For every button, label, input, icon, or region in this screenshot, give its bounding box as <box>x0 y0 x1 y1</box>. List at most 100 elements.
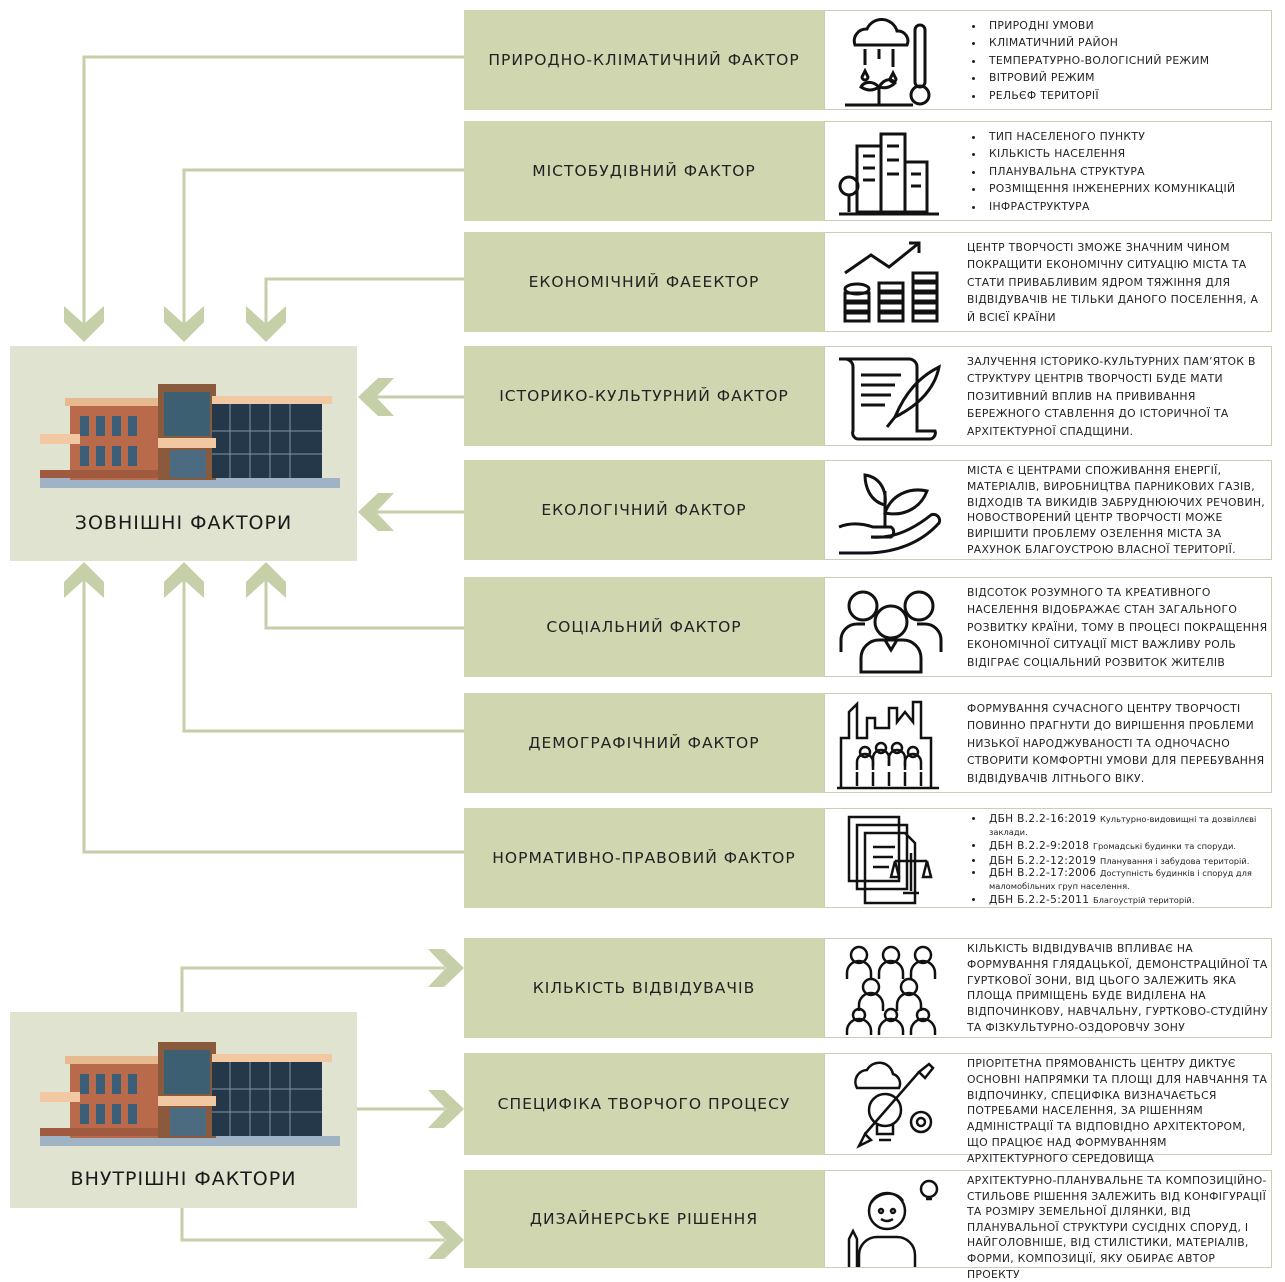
arrow-right-1 <box>428 949 464 987</box>
factor-items: ТИП НАСЕЛЕНОГО ПУНКТУ КІЛЬКІСТЬ НАСЕЛЕНН… <box>967 128 1269 215</box>
factor-detail: ДБН В.2.2-16:2019 Культурно-видовищні та… <box>824 808 1272 908</box>
list-item: ІНФРАСТРУКТУРА <box>985 198 1269 215</box>
list-item: ДБН Б.2.2-5:2011 Благоустрій територій. <box>985 894 1269 907</box>
arrow-down-2 <box>164 306 204 342</box>
arrow-right-3 <box>428 1221 464 1259</box>
people-group-icon <box>835 582 947 674</box>
list-item: КЛІМАТИЧНИЙ РАЙОН <box>985 34 1269 51</box>
factor-title: ІСТОРИКО-КУЛЬТУРНИЙ ФАКТОР <box>464 346 824 446</box>
factor-row-demography: ДЕМОГРАФІЧНИЙ ФАКТОР ФОРМУВАННЯ СУЧАСНОГ… <box>464 693 1272 793</box>
list-item: ДБН В.2.2-17:2006 Доступність будинків і… <box>985 867 1269 892</box>
connector-social <box>264 578 464 630</box>
connector-economy <box>264 277 464 330</box>
arrow-up-2 <box>164 562 204 598</box>
norm-code: ДБН Б.2.2-5:2011 <box>989 894 1090 906</box>
factor-detail: ТИП НАСЕЛЕНОГО ПУНКТУ КІЛЬКІСТЬ НАСЕЛЕНН… <box>824 121 1272 221</box>
arrow-up-3 <box>246 562 286 598</box>
list-item: ДБН Б.2.2-12:2019 Планування і забудова … <box>985 855 1269 868</box>
list-item: ВІТРОВИЙ РЕЖИМ <box>985 69 1269 86</box>
external-factors-label: ЗОВНІШНІ ФАКТОРИ <box>74 512 293 534</box>
list-item: ТИП НАСЕЛЕНОГО ПУНКТУ <box>985 128 1269 145</box>
factor-items: ПРИРОДНІ УМОВИ КЛІМАТИЧНИЙ РАЙОН ТЕМПЕРА… <box>967 17 1269 104</box>
factor-title: ДЕМОГРАФІЧНИЙ ФАКТОР <box>464 693 824 793</box>
factor-text: ЗАЛУЧЕННЯ ІСТОРИКО-КУЛЬТУРНИХ ПАМ’ЯТОК В… <box>967 355 1256 438</box>
building-illustration <box>40 1042 340 1146</box>
norm-text: Громадські будинки та споруди. <box>1092 841 1237 851</box>
factor-detail: ЦЕНТР ТВОРЧОСТІ ЗМОЖЕ ЗНАЧНИМ ЧИНОМ ПОКР… <box>824 232 1272 332</box>
building-illustration <box>40 384 340 488</box>
factor-row-ecology: ЕКОЛОГІЧНИЙ ФАКТОР МІСТА Є ЦЕНТРАМИ СПОЖ… <box>464 460 1272 560</box>
factor-row-urban: МІСТОБУДІВНИЙ ФАКТОР ТИП НАСЕЛЕНОГО ПУНК… <box>464 121 1272 221</box>
connector-legal <box>82 578 464 854</box>
arrow-left-2 <box>358 493 394 531</box>
list-item: ДБН В.2.2-16:2019 Культурно-видовищні та… <box>985 813 1269 838</box>
factor-detail: АРХІТЕКТУРНО-ПЛАНУВАЛЬНЕ ТА КОМПОЗИЦІЙНО… <box>824 1170 1272 1281</box>
factor-text: ПРІОРІТЕТНА ПРЯМОВАНІСТЬ ЦЕНТРУ ДИКТУЄ О… <box>967 1057 1268 1165</box>
factor-row-legal: НОРМАТИВНО-ПРАВОВИЙ ФАКТОР ДБН В.2.2-16:… <box>464 808 1272 908</box>
factor-detail: ЗАЛУЧЕННЯ ІСТОРИКО-КУЛЬТУРНИХ ПАМ’ЯТОК В… <box>824 346 1272 446</box>
internal-factors-box: ВНУТРІШНІ ФАКТОРИ <box>10 1012 357 1208</box>
creative-process-icon <box>835 1058 947 1150</box>
norm-text: Доступність будинків і споруд для маломо… <box>989 868 1252 891</box>
legal-documents-icon <box>835 813 947 905</box>
norm-code: ДБН В.2.2-17:2006 <box>989 867 1097 879</box>
factor-row-history: ІСТОРИКО-КУЛЬТУРНИЙ ФАКТОР ЗАЛУЧЕННЯ ІСТ… <box>464 346 1272 446</box>
factor-detail: ФОРМУВАННЯ СУЧАСНОГО ЦЕНТРУ ТВОРЧОСТІ ПО… <box>824 693 1272 793</box>
list-item: РЕЛЬЄФ ТЕРИТОРІЇ <box>985 87 1269 104</box>
connector-visitors <box>180 966 445 1012</box>
arrow-left-1 <box>358 378 394 416</box>
plant-hand-icon <box>835 465 947 557</box>
factor-title: ЕКОНОМІЧНИЙ ФАЕЕКТОР <box>464 232 824 332</box>
factor-title: СПЕЦИФІКА ТВОРЧОГО ПРОЦЕСУ <box>464 1053 824 1155</box>
list-item: РОЗМІЩЕННЯ ІНЖЕНЕРНИХ КОМУНІКАЦІЙ <box>985 180 1269 197</box>
list-item: ДБН В.2.2-9:2018 Громадські будинки та с… <box>985 840 1269 853</box>
factor-text: ЦЕНТР ТВОРЧОСТІ ЗМОЖЕ ЗНАЧНИМ ЧИНОМ ПОКР… <box>967 241 1259 324</box>
climate-icon <box>835 15 947 107</box>
arrow-down-1 <box>64 306 104 342</box>
factor-row-economy: ЕКОНОМІЧНИЙ ФАЕЕКТОР ЦЕНТР ТВОРЧОСТІ ЗМО… <box>464 232 1272 332</box>
factor-detail: МІСТА Є ЦЕНТРАМИ СПОЖИВАННЯ ЕНЕРГІЇ, МАТ… <box>824 460 1272 560</box>
connector-design <box>180 1208 445 1242</box>
norm-text: Благоустрій територій. <box>1092 895 1195 905</box>
factor-row-design: ДИЗАЙНЕРСЬКЕ РІШЕННЯ АРХІТЕКТУРНО-ПЛАНУВ… <box>464 1170 1272 1281</box>
connector-urban <box>182 168 464 330</box>
scroll-quill-icon <box>835 351 947 443</box>
norm-code: ДБН В.2.2-9:2018 <box>989 840 1090 852</box>
factor-row-climate: ПРИРОДНО-КЛІМАТИЧНИЙ ФАКТОР ПРИРОДНІ УМО… <box>464 10 1272 110</box>
factor-text: КІЛЬКІСТЬ ВІДВІДУВАЧІВ ВПЛИВАЄ НА ФОРМУВ… <box>967 942 1268 1034</box>
norm-text: Планування і забудова територій. <box>1099 855 1250 866</box>
city-buildings-icon <box>835 126 947 218</box>
connector-demography <box>182 578 464 733</box>
factor-detail: ПРИРОДНІ УМОВИ КЛІМАТИЧНИЙ РАЙОН ТЕМПЕРА… <box>824 10 1272 110</box>
factor-title: ПРИРОДНО-КЛІМАТИЧНИЙ ФАКТОР <box>464 10 824 110</box>
factor-title: МІСТОБУДІВНИЙ ФАКТОР <box>464 121 824 221</box>
factor-row-visitors: КІЛЬКІСТЬ ВІДВІДУВАЧІВ КІЛЬКІСТЬ ВІДВІДУ… <box>464 938 1272 1038</box>
list-item: КІЛЬКІСТЬ НАСЕЛЕННЯ <box>985 145 1269 162</box>
internal-factors-label: ВНУТРІШНІ ФАКТОРИ <box>70 1168 297 1190</box>
norm-code: ДБН Б.2.2-12:2019 <box>989 854 1097 867</box>
factor-title: ЕКОЛОГІЧНИЙ ФАКТОР <box>464 460 824 560</box>
arrow-up-1 <box>64 562 104 598</box>
factor-title: КІЛЬКІСТЬ ВІДВІДУВАЧІВ <box>464 938 824 1038</box>
economy-growth-icon <box>835 237 947 329</box>
factor-title: СОЦІАЛЬНИЙ ФАКТОР <box>464 577 824 677</box>
factor-text: ВІДСОТОК РОЗУМНОГО ТА КРЕАТИВНОГО НАСЕЛЕ… <box>967 586 1268 669</box>
factor-title: НОРМАТИВНО-ПРАВОВИЙ ФАКТОР <box>464 808 824 908</box>
factor-row-social: СОЦІАЛЬНИЙ ФАКТОР ВІДСОТОК РОЗУМНОГО ТА … <box>464 577 1272 677</box>
designer-idea-icon <box>835 1175 947 1269</box>
connector-climate <box>82 55 464 330</box>
factor-detail: КІЛЬКІСТЬ ВІДВІДУВАЧІВ ВПЛИВАЄ НА ФОРМУВ… <box>824 938 1272 1038</box>
norm-code: ДБН В.2.2-16:2019 <box>989 813 1097 825</box>
crowd-city-icon <box>835 698 947 790</box>
norm-text: Культурно-видовищні та дозвіллєві заклад… <box>989 814 1257 837</box>
list-item: ТЕМПЕРАТУРНО-ВОЛОГІСНИЙ РЕЖИМ <box>985 52 1269 69</box>
norms-list: ДБН В.2.2-16:2019 Культурно-видовищні та… <box>967 813 1269 907</box>
factor-text: АРХІТЕКТУРНО-ПЛАНУВАЛЬНЕ ТА КОМПОЗИЦІЙНО… <box>967 1174 1267 1281</box>
factor-detail: ПРІОРІТЕТНА ПРЯМОВАНІСТЬ ЦЕНТРУ ДИКТУЄ О… <box>824 1053 1272 1165</box>
list-item: ПЛАНУВАЛЬНА СТРУКТУРА <box>985 163 1269 180</box>
factor-row-creative: СПЕЦИФІКА ТВОРЧОГО ПРОЦЕСУ ПРІОРІТЕТНА П… <box>464 1053 1272 1165</box>
external-factors-box: ЗОВНІШНІ ФАКТОРИ <box>10 346 357 561</box>
visitors-group-icon <box>835 943 947 1035</box>
arrow-down-3 <box>246 306 286 342</box>
